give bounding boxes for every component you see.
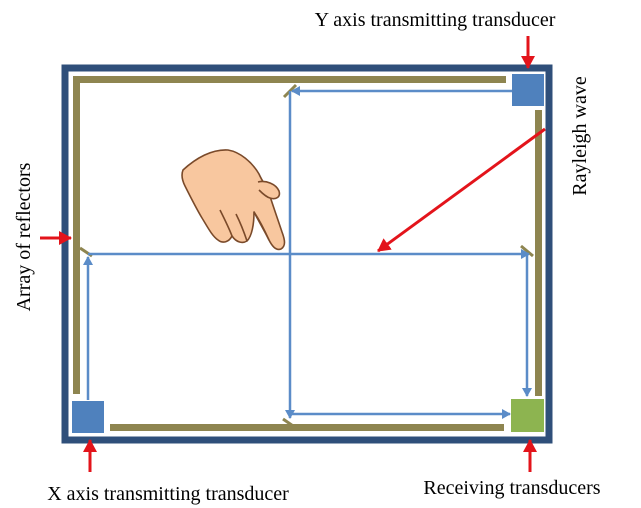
- pointing-hand-icon: [181, 149, 286, 251]
- reflector-right: [535, 110, 542, 396]
- reflector-bottom: [110, 424, 504, 431]
- touch-panel-frame: [61, 64, 553, 444]
- reflector-left: [73, 76, 80, 394]
- label-x-axis-transmitting-transducer: X axis transmitting transducer: [47, 483, 289, 505]
- label-array-of-reflectors: Array of reflectors: [13, 162, 35, 311]
- reflector-arrays: [73, 76, 542, 431]
- x-axis-transmitting-transducer: [72, 401, 104, 433]
- reflector-marks: [79, 83, 534, 430]
- y-axis-transmitting-transducer: [512, 74, 544, 106]
- label-receiving-transducers: Receiving transducers: [423, 477, 600, 499]
- pointer-arrows: [40, 36, 546, 472]
- pointer-rayleigh: [377, 127, 546, 253]
- receiving-transducer: [511, 399, 544, 432]
- label-rayleigh-wave: Rayleigh wave: [569, 76, 591, 196]
- rayleigh-wave-paths: [83, 86, 532, 419]
- label-y-axis-transmitting-transducer: Y axis transmitting transducer: [315, 9, 556, 31]
- reflector-top: [74, 76, 506, 83]
